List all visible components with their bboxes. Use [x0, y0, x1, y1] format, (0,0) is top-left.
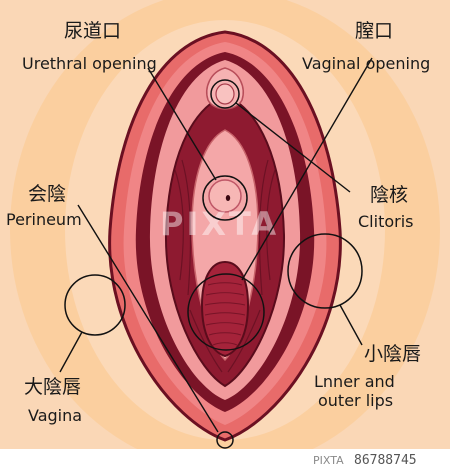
labia-minora-leader [339, 304, 363, 346]
urethral-label-en: Urethral opening [22, 54, 157, 73]
clitoris-callout-circle [210, 79, 240, 109]
clitoris-label-jp: 陰核 [370, 184, 409, 206]
watermark-text: PIXTA [160, 205, 279, 243]
clitoris-leader [235, 102, 351, 193]
vaginal-label-en: Vaginal opening [302, 54, 431, 73]
labia-minora-label-en-line2: outer lips [318, 391, 394, 410]
vaginal-rugae [204, 282, 246, 346]
labia-majora-leader [59, 331, 83, 373]
labia-minora-label-jp: 小陰唇 [364, 343, 422, 365]
urethral-leader [147, 67, 217, 181]
urethral-hole [225, 195, 231, 201]
urethral-opening-shape [208, 179, 242, 213]
perineum-leader [77, 204, 219, 433]
leader-lines [59, 57, 373, 433]
labia-majora-label-en: Vagina [28, 406, 83, 425]
vaginal-label-jp: 膣口 [355, 20, 394, 42]
watermark-id: 86788745 [354, 453, 417, 468]
footer-bar [0, 449, 450, 469]
perineum-marker-circle [216, 431, 234, 449]
labia-minora-label-en-line1: Lnner and [314, 372, 395, 391]
callout-circles [64, 79, 363, 351]
perineum-label-en: Perineum [6, 210, 82, 229]
vaginal-opening-shape [200, 260, 250, 358]
vaginal-leader [241, 57, 373, 281]
clitoris-shape [215, 83, 235, 105]
urethral-label-jp: 尿道口 [64, 20, 122, 42]
urethral-callout-circle [202, 175, 248, 221]
perineum-label-jp: 会陰 [28, 183, 67, 205]
labia-majora-callout-circle [64, 274, 126, 336]
vaginal-callout-circle [187, 273, 265, 351]
clitoris-label-en: Clitoris [358, 212, 414, 231]
watermark-site: PIXTA [313, 454, 344, 467]
labia-minora-callout-circle [287, 233, 363, 309]
labia-majora-label-jp: 大陰唇 [24, 376, 82, 398]
